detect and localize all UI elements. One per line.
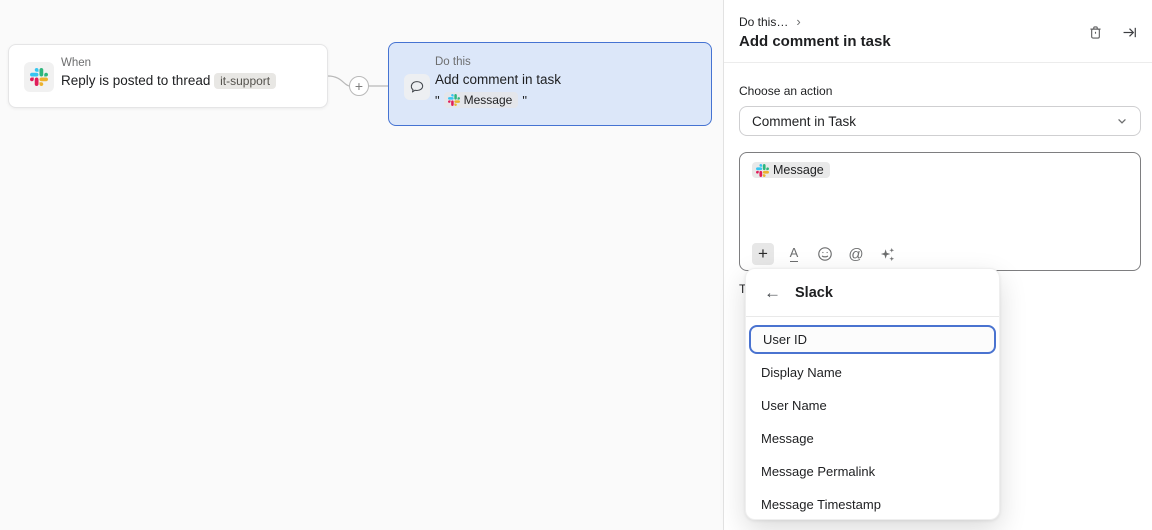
message-variable-chip[interactable]: Message (752, 162, 830, 178)
trigger-title: Reply is posted to thread it-support (61, 73, 277, 90)
comment-text-area[interactable]: Message + A @ (739, 152, 1141, 271)
trigger-kicker: When (61, 57, 92, 69)
panel-header: Do this…› Add comment in task (724, 0, 1152, 63)
action-select-value: Comment in Task (752, 113, 857, 129)
menu-item-message[interactable]: Message (761, 431, 814, 446)
chevron-down-icon (1118, 119, 1126, 124)
variable-menu-list: User ID Display Name User Name Message M… (746, 319, 999, 525)
message-variable-chip: Message (443, 92, 519, 108)
variable-menu: ← Slack User ID Display Name User Name M… (745, 268, 1000, 520)
emoji-icon (818, 247, 832, 261)
detail-panel: Do this…› Add comment in task Choose an … (723, 0, 1152, 530)
arrow-left-icon: ← (764, 283, 781, 302)
collapse-right-icon (1123, 27, 1136, 38)
breadcrumb[interactable]: Do this…› (739, 14, 801, 29)
back-button[interactable]: ← (764, 284, 781, 301)
slack-icon (756, 163, 769, 177)
menu-item-user-name[interactable]: User Name (761, 398, 827, 413)
choose-action-label: Choose an action (739, 84, 833, 98)
mention-button[interactable]: @ (845, 243, 867, 265)
slack-icon (447, 94, 460, 106)
chevron-right-icon: › (796, 14, 801, 29)
action-kicker: Do this (435, 56, 471, 68)
action-preview: " Message " (435, 92, 527, 108)
plus-icon: + (354, 78, 364, 94)
trash-icon (1090, 26, 1101, 39)
menu-item-display-name[interactable]: Display Name (761, 365, 842, 380)
variable-menu-header: ← Slack (746, 269, 999, 317)
action-title: Add comment in task (435, 72, 562, 87)
composer-toolbar: + A @ (752, 243, 898, 265)
menu-item-message-permalink[interactable]: Message Permalink (761, 464, 876, 479)
comment-bubble-icon (404, 74, 430, 100)
ai-assist-button[interactable] (876, 243, 898, 265)
collapse-panel-button[interactable] (1121, 24, 1138, 41)
workflow-canvas[interactable]: When Reply is posted to thread it-suppor… (0, 0, 723, 530)
add-step-button[interactable]: + (349, 76, 369, 96)
variable-menu-title: Slack (795, 284, 833, 301)
action-node-card[interactable]: Do this Add comment in task " Mess (388, 42, 712, 126)
format-a-icon: A (789, 245, 799, 262)
at-icon: @ (848, 245, 864, 263)
menu-item-user-id[interactable]: User ID (749, 325, 996, 354)
page-title: Add comment in task (739, 33, 891, 50)
sparkles-icon (880, 247, 894, 261)
slack-icon (24, 62, 54, 92)
plus-icon: + (758, 244, 768, 263)
action-select[interactable]: Comment in Task (739, 106, 1141, 136)
emoji-button[interactable] (814, 243, 836, 265)
trigger-node-card[interactable]: When Reply is posted to thread it-suppor… (8, 44, 328, 108)
menu-item-message-timestamp[interactable]: Message Timestamp (761, 497, 881, 512)
channel-chip: it-support (214, 73, 277, 90)
delete-button[interactable] (1087, 24, 1104, 41)
text-format-button[interactable]: A (783, 243, 805, 265)
obscured-field-label: T (739, 282, 747, 296)
insert-variable-button[interactable]: + (752, 243, 774, 265)
